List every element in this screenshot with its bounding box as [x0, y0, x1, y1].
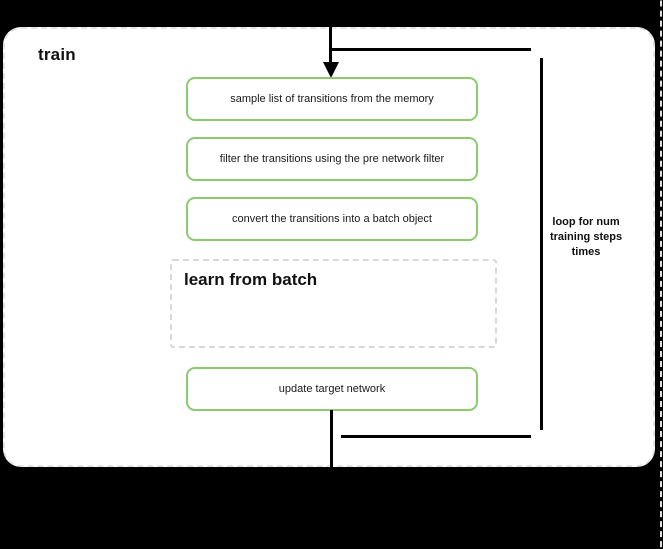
step-label-convert: convert the transitions into a batch obj… [232, 212, 432, 225]
step-box-update-target-network[interactable]: update target network [186, 367, 478, 411]
step-label-filter: filter the transitions using the pre net… [219, 152, 445, 165]
step-box-convert[interactable]: convert the transitions into a batch obj… [186, 197, 478, 241]
loop-connector-bottom [341, 435, 531, 438]
loop-corner-bottom-right [0, 14, 14, 28]
entry-connector-line [329, 0, 332, 64]
loop-annotation-label: loop for num training steps times [549, 216, 623, 258]
subprocess-title: learn from batch [184, 270, 318, 289]
subprocess-learn-from-batch[interactable]: learn from batch [170, 259, 497, 348]
loop-connector-right [540, 58, 543, 430]
panel-title: train [38, 45, 76, 64]
step-box-filter[interactable]: filter the transitions using the pre net… [186, 137, 478, 181]
loop-connector-top [331, 48, 531, 51]
step-label-sample: sample list of transitions from the memo… [230, 92, 434, 105]
step-box-sample[interactable]: sample list of transitions from the memo… [186, 77, 478, 121]
exit-connector-line [330, 410, 333, 468]
step-label-update: update target network [278, 382, 386, 395]
loop-corner-top-right [0, 0, 14, 14]
entry-arrowhead-icon [323, 62, 339, 78]
